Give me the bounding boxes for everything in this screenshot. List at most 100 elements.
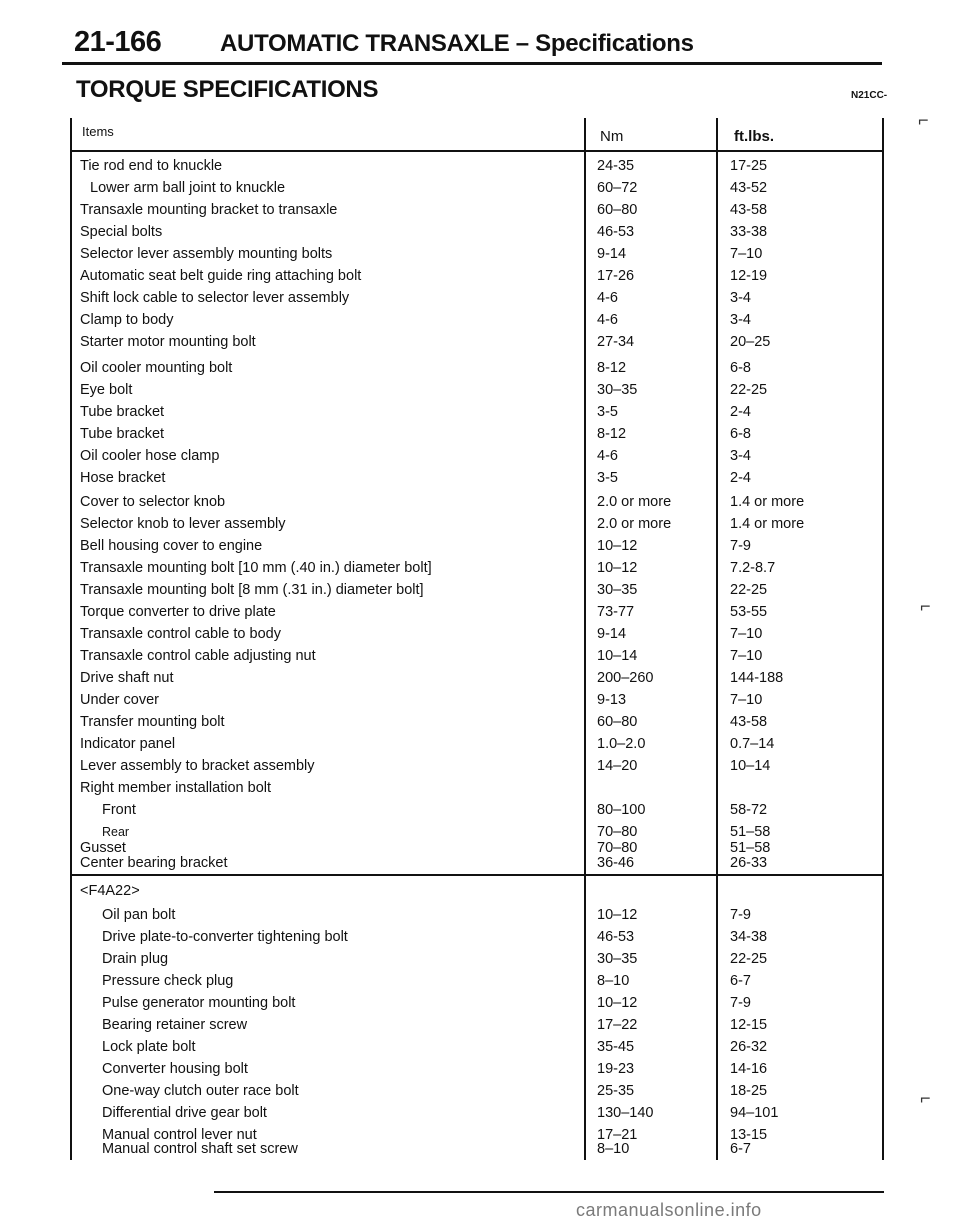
ftlbs-value: 0.7–14 — [730, 736, 775, 752]
ftlbs-value: 53-55 — [730, 604, 768, 620]
nm-value: 19-23 — [597, 1061, 635, 1077]
nm-value: 10–12 — [597, 907, 638, 923]
scan-mark: ⌐ — [920, 1088, 931, 1108]
ftlbs-value: 3-4 — [730, 290, 751, 306]
table-row: Transaxle mounting bolt [10 mm (.40 in.)… — [70, 557, 884, 579]
item-name: Lever assembly to bracket assembly — [80, 758, 315, 774]
column-divider-ftlbs — [716, 118, 718, 1160]
ftlbs-value: 43-58 — [730, 714, 768, 730]
item-name: Lower arm ball joint to knuckle — [90, 180, 286, 196]
item-name: Converter housing bolt — [102, 1061, 248, 1077]
nm-value: 46-53 — [597, 224, 635, 240]
ftlbs-value: 58-72 — [730, 802, 768, 818]
ftlbs-value: 7-9 — [730, 538, 751, 554]
nm-value: 9-14 — [597, 246, 627, 262]
nm-value: 3-5 — [597, 404, 618, 420]
ftlbs-value: 1.4 or more — [730, 516, 805, 532]
nm-value: 8–10 — [597, 1141, 630, 1157]
ftlbs-value: 20–25 — [730, 334, 771, 350]
nm-value: 30–35 — [597, 951, 638, 967]
nm-value: 4-6 — [597, 312, 618, 328]
nm-value: 36-46 — [597, 855, 635, 871]
ftlbs-value: 13-15 — [730, 1127, 768, 1143]
item-name: Right member installation bolt — [80, 780, 272, 796]
nm-value: 1.0–2.0 — [597, 736, 646, 752]
scan-mark: ⌐ — [918, 110, 929, 130]
section-title: TORQUE SPECIFICATIONS — [76, 76, 379, 103]
ftlbs-value: 2-4 — [730, 404, 751, 420]
item-name: Transaxle control cable to body — [80, 626, 281, 642]
page-number: 21-166 — [74, 26, 162, 58]
item-name: Under cover — [80, 692, 159, 708]
nm-value: 80–100 — [597, 802, 646, 818]
item-name: Center bearing bracket — [80, 855, 228, 871]
nm-value: 30–35 — [597, 582, 638, 598]
ftlbs-value: 6-8 — [730, 360, 751, 376]
item-name: Drain plug — [102, 951, 169, 967]
footer-rule — [214, 1191, 884, 1193]
page-header: 21-166 AUTOMATIC TRANSAXLE – Specificati… — [62, 26, 892, 66]
nm-value: 17–21 — [597, 1127, 638, 1143]
item-name: Rear — [102, 825, 130, 839]
ftlbs-value: 22-25 — [730, 382, 768, 398]
nm-value: 2.0 or more — [597, 516, 672, 532]
item-name: Transaxle control cable adjusting nut — [80, 648, 316, 664]
nm-value: 4-6 — [597, 448, 618, 464]
nm-value: 10–12 — [597, 538, 638, 554]
item-name: Starter motor mounting bolt — [80, 334, 256, 350]
ftlbs-value: 10–14 — [730, 758, 771, 774]
nm-value: 46-53 — [597, 929, 635, 945]
item-name: Special bolts — [80, 224, 163, 240]
table-row: Starter motor mounting bolt 27-34 20–25 — [70, 331, 884, 353]
nm-value: 17-26 — [597, 268, 635, 284]
item-name: Bell housing cover to engine — [80, 538, 263, 554]
ftlbs-value: 51–58 — [730, 840, 771, 856]
nm-value: 10–14 — [597, 648, 638, 664]
ftlbs-value: 6-7 — [730, 973, 751, 989]
ftlbs-value: 12-19 — [730, 268, 768, 284]
ftlbs-value: 7–10 — [730, 626, 763, 642]
item-name: Lock plate bolt — [102, 1039, 196, 1055]
ftlbs-value: 7-9 — [730, 995, 751, 1011]
nm-value: 2.0 or more — [597, 494, 672, 510]
ftlbs-value: 43-52 — [730, 180, 768, 196]
item-name: Gusset — [80, 840, 126, 856]
nm-value: 8-12 — [597, 360, 627, 376]
chapter-title: AUTOMATIC TRANSAXLE – Specifications — [220, 30, 694, 57]
item-name: Torque converter to drive plate — [80, 604, 276, 620]
ftlbs-value: 6-7 — [730, 1141, 751, 1157]
group-label: <F4A22> — [80, 883, 140, 899]
nm-value: 3-5 — [597, 470, 618, 486]
table-row: Right member installation bolt — [70, 777, 884, 799]
ftlbs-value: 17-25 — [730, 158, 768, 174]
item-name: Oil pan bolt — [102, 907, 176, 923]
nm-value: 10–12 — [597, 995, 638, 1011]
table-right-border — [882, 118, 884, 1160]
table-left-border — [70, 118, 72, 1160]
nm-value: 17–22 — [597, 1017, 638, 1033]
item-name: Drive plate-to-converter tightening bolt — [102, 929, 348, 945]
item-name: Transaxle mounting bracket to transaxle — [80, 202, 338, 218]
ftlbs-value: 12-15 — [730, 1017, 768, 1033]
nm-value: 27-34 — [597, 334, 635, 350]
group-label-row: <F4A22> — [70, 880, 884, 902]
item-name: Hose bracket — [80, 470, 166, 486]
